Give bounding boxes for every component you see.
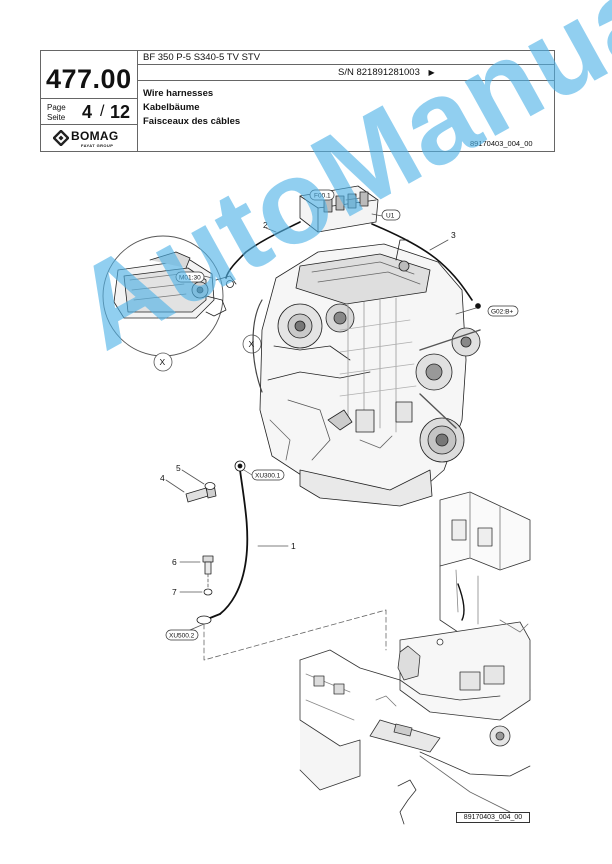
header-divider xyxy=(40,98,137,99)
page-current: 4 xyxy=(82,102,93,122)
title-en: Wire harnesses xyxy=(143,88,214,99)
header-frame xyxy=(40,50,555,152)
tag-xu300-label: XU300.1 xyxy=(255,473,281,480)
serial-arrow: ▶ xyxy=(428,68,435,77)
callout-6: 6 xyxy=(172,557,177,567)
callout-4: 4 xyxy=(160,473,165,483)
tag-xu500-label: XU500.2 xyxy=(169,633,195,640)
callout-2: 2 xyxy=(263,220,268,230)
callout-5: 5 xyxy=(176,463,181,473)
machine-frame xyxy=(299,491,531,825)
serial-text: S/N 821891281003 xyxy=(338,67,420,78)
washer-7 xyxy=(203,588,213,596)
wire-harness-3 xyxy=(371,223,473,301)
ground-cable-1 xyxy=(219,469,249,615)
page-separator: / xyxy=(100,103,105,120)
seite-label: Seite xyxy=(47,113,66,122)
tag-xu500: XU500.2 xyxy=(165,629,199,641)
tag-m01-label: M01:30 xyxy=(179,275,201,282)
callout-7: 7 xyxy=(172,587,177,597)
detail-marker-right-label: X xyxy=(249,339,255,349)
detail-marker-left xyxy=(153,352,173,372)
bomag-logo-icon xyxy=(53,130,69,146)
page-label: Page xyxy=(47,103,66,112)
alternator-terminal xyxy=(475,303,481,309)
page-total: 12 xyxy=(110,102,131,122)
title-fr: Faisceaux des câbles xyxy=(143,116,241,127)
header-block: 477.00 Page Seite 4 / 12 BOMAG FAYAT GRO… xyxy=(40,50,555,152)
figure-id: 89170403_004_00 xyxy=(456,812,530,823)
detail-marker-right xyxy=(242,334,262,354)
callout-1: 1 xyxy=(291,541,296,551)
detail-marker-left-label: X xyxy=(160,357,166,367)
tag-f00: F00.1 xyxy=(309,189,335,201)
page-number: 477.00 xyxy=(46,64,132,94)
engine-assembly xyxy=(252,239,481,507)
tag-g02-label: G02:B+ xyxy=(491,309,513,316)
logo-name: BOMAG xyxy=(71,129,119,143)
header-divider xyxy=(137,80,555,81)
wire-harness-2 xyxy=(225,221,301,279)
serial-number: S/N 821891281003 ▶ xyxy=(338,67,435,78)
bomag-logo: BOMAG FAYAT GROUP xyxy=(53,128,133,150)
tag-u1-label: U1 xyxy=(386,213,395,220)
tag-u1: U1 xyxy=(381,209,401,221)
header-divider xyxy=(137,64,555,65)
model-name: BF 350 P-5 S340-5 TV STV xyxy=(143,52,261,63)
header-divider xyxy=(40,124,137,125)
title-de: Kabelbäume xyxy=(143,102,200,113)
bolt-6 xyxy=(202,555,214,575)
callout-3: 3 xyxy=(451,230,456,240)
tag-m01: M01:30 xyxy=(175,271,205,283)
tag-g02: G02:B+ xyxy=(487,305,519,317)
doc-id: 89170403_004_00 xyxy=(470,139,533,148)
tag-xu300: XU300.1 xyxy=(243,469,285,481)
header-divider xyxy=(137,50,138,152)
logo-sub: FAYAT GROUP xyxy=(81,143,114,148)
tag-f00-label: F00.1 xyxy=(314,193,331,200)
washer-5 xyxy=(204,482,216,490)
